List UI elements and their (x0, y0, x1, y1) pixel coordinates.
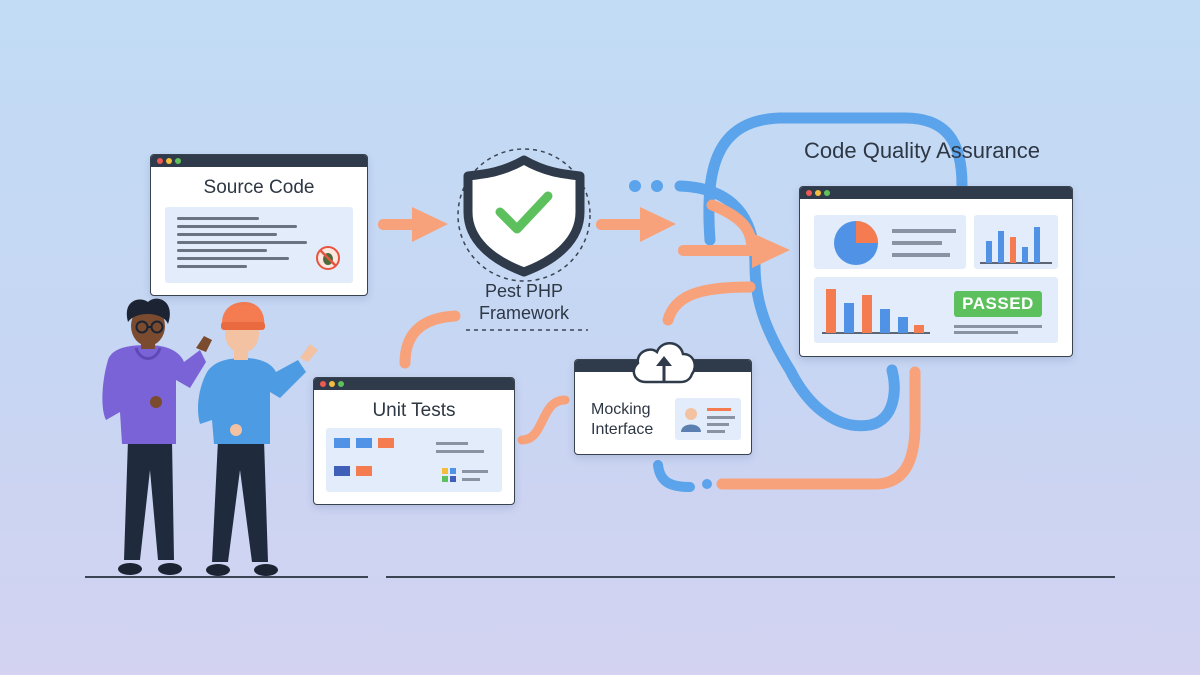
person-purple-hoodie (102, 298, 212, 575)
maximize-dot (338, 381, 344, 387)
source-code-title: Source Code (203, 177, 315, 198)
bug-blocked-icon (316, 246, 340, 270)
code-lines (177, 217, 340, 270)
code-panel (165, 207, 353, 283)
framework-label-line1: Pest PHP (484, 281, 564, 301)
blue-dot (651, 180, 663, 192)
source-code-window: Source Code (150, 154, 368, 296)
blue-dot (629, 180, 641, 192)
arrow-source-to-framework (378, 207, 448, 242)
unit-tests-title: Unit Tests (372, 400, 456, 421)
close-dot (320, 381, 326, 387)
status-badge: PASSED (954, 291, 1042, 317)
framework-label-line2: Framework (478, 303, 569, 323)
cloud-upload-icon (632, 342, 696, 384)
pie-chart-icon (834, 221, 956, 265)
shield-ring (457, 148, 591, 282)
dashboard-window: PASSED (799, 186, 1073, 357)
window-titlebar (800, 187, 1072, 199)
minimize-dot (329, 381, 335, 387)
pie-panel (814, 215, 966, 269)
mocking-label-line1: Mocking (591, 401, 651, 418)
orange-flow-mock-to-dashboard (662, 281, 756, 326)
dashboard-title: Code Quality Assurance (804, 138, 1041, 163)
user-profile-icon (681, 408, 735, 433)
arrow-into-dashboard (678, 233, 790, 268)
mocking-label-line2: Interface (591, 421, 654, 438)
unit-tests-panel (326, 428, 502, 492)
framework-label: Pest PHP Framework (456, 280, 592, 324)
mocking-panel (675, 398, 741, 440)
test-blocks (334, 438, 488, 482)
arrow-framework-to-dashboard (596, 207, 676, 242)
bar-panel-top (974, 215, 1058, 269)
bar-chart-icon (980, 227, 1052, 264)
minimize-dot (815, 190, 821, 196)
bar-chart-icon (822, 289, 930, 334)
window-titlebar (314, 378, 514, 390)
orange-flow-unit-to-mock (517, 395, 570, 445)
blue-flow-bottom (653, 460, 695, 492)
blue-dot (702, 479, 712, 489)
orange-flow-bottom-right (716, 366, 921, 490)
window-titlebar (151, 155, 367, 167)
close-dot (157, 158, 163, 164)
minimize-dot (166, 158, 172, 164)
mocking-window: Mocking Interface (574, 359, 752, 455)
maximize-dot (175, 158, 181, 164)
person-blue-sweater (198, 302, 318, 576)
unit-tests-window: Unit Tests (313, 377, 515, 505)
orange-flow-to-unit-tests (399, 310, 461, 369)
maximize-dot (824, 190, 830, 196)
badge-caption-lines (954, 325, 1042, 334)
mocking-label: Mocking Interface (591, 400, 653, 440)
close-dot (806, 190, 812, 196)
